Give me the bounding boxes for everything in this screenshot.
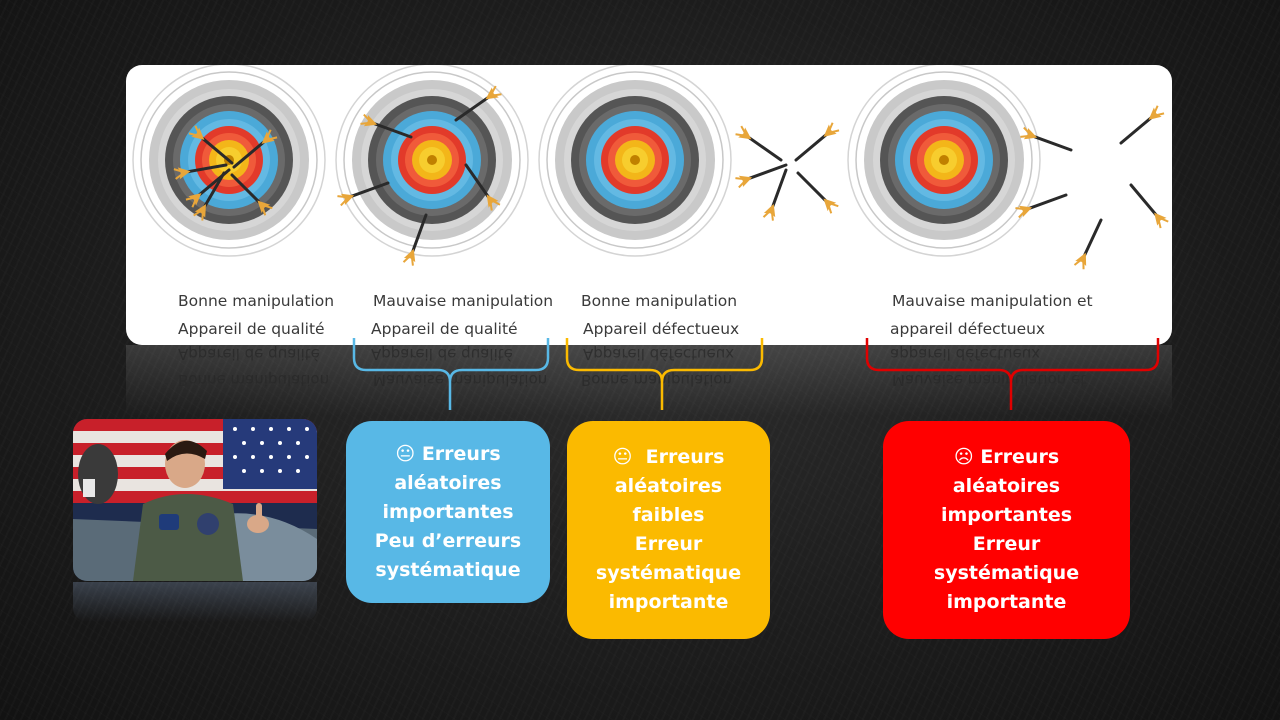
targets-panel: Bonne manipulation Appareil de qualité M… (126, 65, 1172, 345)
arrow-icon (761, 166, 794, 223)
arrow-icon (790, 120, 842, 167)
target-3 (538, 65, 842, 257)
box-red-line4: systématique (933, 562, 1080, 584)
target-4-caption-line1: Mauvaise manipulation et (892, 292, 1093, 310)
target-2-caption-line1: Mauvaise manipulation (373, 292, 554, 310)
reflection-caption-2: Appareil de qualité (371, 345, 513, 363)
arrow-icon (792, 167, 841, 216)
box-red-line5: importante (946, 591, 1067, 613)
pilot-photo-reflection (73, 582, 317, 622)
arrow-icon (1072, 215, 1108, 272)
reflection-caption-1b: Bonne manipulation (178, 371, 330, 389)
target-1-caption: Bonne manipulation Appareil de qualité (178, 287, 334, 343)
target-2-caption: Mauvaise manipulation Appareil de qualit… (371, 287, 554, 343)
box-blue-line2: aléatoires (394, 471, 502, 494)
target-2-caption-line2: Appareil de qualité (371, 320, 518, 338)
arrow-icon (1115, 103, 1167, 150)
reflection-caption-2b: Mauvaise manipulation (373, 371, 548, 389)
sad-face-icon: ☹ (953, 446, 974, 468)
neutral-face-icon: 😐 (395, 442, 416, 465)
box-yellow-line2: aléatoires (614, 475, 723, 497)
reflection-caption-3b: Bonne manipulation (581, 371, 733, 389)
box-red-line3: Erreur (972, 533, 1041, 555)
box-blue-line3: importantes (382, 500, 514, 523)
pilot-photo (73, 419, 317, 581)
box-red-line1: ☹ Erreurs aléatoires (952, 446, 1061, 497)
target-4-caption: Mauvaise manipulation et appareil défect… (890, 287, 1093, 343)
box-high-random-low-systematic: 😐 Erreurs aléatoires importantes Peu d’e… (346, 421, 550, 603)
box-blue-line4: Peu d’erreurs (374, 529, 522, 552)
target-3-caption: Bonne manipulation Appareil défectueux (581, 287, 739, 343)
box-low-random-high-systematic: 😐 Erreurs aléatoires faibles Erreur syst… (567, 421, 770, 639)
box-yellow-line1: 😐 Erreurs (612, 446, 725, 468)
reflection-caption-4: appareil défectueux (890, 345, 1041, 363)
target-3-caption-line2: Appareil défectueux (583, 320, 740, 338)
pilot-photo-image (73, 419, 317, 581)
target-1-caption-line1: Bonne manipulation (178, 292, 335, 310)
reflection-caption-1: Appareil de qualité (178, 345, 320, 363)
arrow-icon (1124, 179, 1171, 231)
reflection-caption-3: Appareil défectueux (583, 345, 735, 363)
box-yellow-line3: faibles (632, 504, 705, 526)
box-high-random-high-systematic: ☹ Erreurs aléatoires importantes Erreur … (883, 421, 1130, 639)
box-blue-line5: systématique (375, 558, 521, 581)
target-1 (132, 65, 326, 257)
reflection-caption-4b: Mauvaise manipulation et (892, 371, 1087, 389)
neutral-face-icon: 😐 (612, 446, 633, 468)
target-4-caption-line2: appareil défectueux (890, 320, 1046, 338)
target-1-caption-line2: Appareil de qualité (178, 320, 325, 338)
panel-reflection: Appareil de qualité Bonne manipulation A… (126, 345, 1172, 420)
box-blue-line1: 😐 Erreurs (395, 442, 501, 465)
target-4 (847, 65, 1171, 272)
target-2 (335, 65, 529, 268)
box-red-line2: importantes (940, 504, 1073, 526)
arrow-icon (733, 123, 786, 167)
box-yellow-line5: systématique (595, 562, 742, 584)
target-3-caption-line1: Bonne manipulation (581, 292, 738, 310)
box-yellow-line4: Erreur (634, 533, 703, 555)
box-yellow-line6: importante (608, 591, 729, 613)
